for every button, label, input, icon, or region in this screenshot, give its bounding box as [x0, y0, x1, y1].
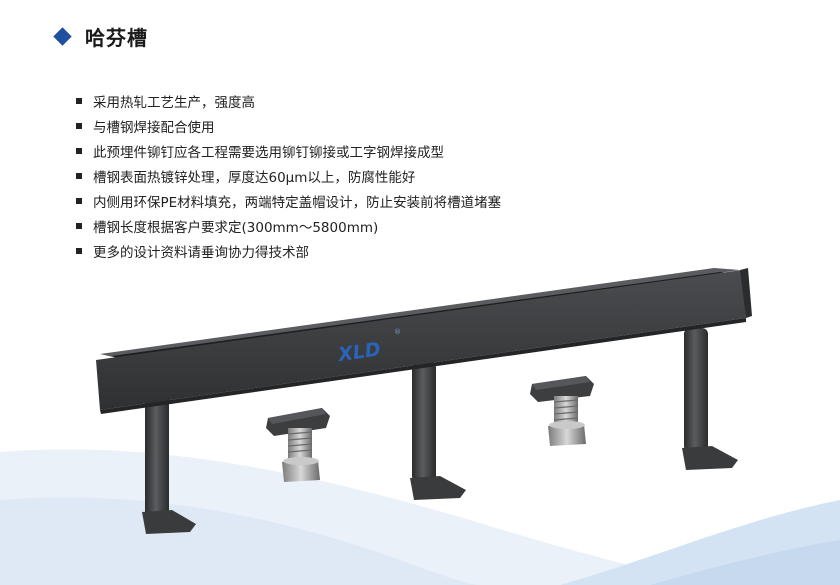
feature-item: 与槽钢焊接配合使用: [76, 113, 501, 138]
feature-text: 此预埋件铆钉应各工程需要选用铆钉铆接或工字钢焊接成型: [93, 144, 444, 161]
page-header: 哈芬槽: [53, 22, 148, 51]
feature-item: 采用热轧工艺生产，强度高: [76, 88, 501, 113]
feature-list: 采用热轧工艺生产，强度高 与槽钢焊接配合使用 此预埋件铆钉应各工程需要选用铆钉铆…: [76, 88, 501, 263]
logo-registered-mark: ®: [394, 328, 401, 336]
square-bullet-icon: [76, 122, 82, 129]
square-bullet-icon: [76, 172, 82, 179]
square-bullet-icon: [76, 222, 82, 229]
square-bullet-icon: [76, 97, 82, 104]
feature-text: 采用热轧工艺生产，强度高: [93, 94, 255, 111]
feature-item: 此预埋件铆钉应各工程需要选用铆钉铆接或工字钢焊接成型: [76, 138, 501, 163]
t-head-bolt: [266, 408, 330, 482]
feature-text: 槽钢表面热镀锌处理，厚度达60μm以上，防腐性能好: [93, 169, 416, 186]
channel-rail: [96, 268, 752, 414]
diamond-bullet-icon: [53, 27, 72, 46]
square-bullet-icon: [76, 147, 82, 154]
feature-item: 槽钢长度根据客户要求定(300mm～5800mm): [76, 213, 501, 238]
square-bullet-icon: [76, 197, 82, 204]
anchor-bolt: [410, 362, 466, 500]
feature-text: 槽钢长度根据客户要求定(300mm～5800mm): [93, 219, 379, 236]
page-title: 哈芬槽: [85, 26, 148, 50]
feature-item: 内侧用环保PE材料填充，两端特定盖帽设计，防止安装前将槽道堵塞: [76, 188, 501, 213]
anchor-bolt: [682, 328, 738, 470]
feature-text: 更多的设计资料请垂询协力得技术部: [93, 244, 309, 261]
t-head-bolt: [530, 376, 594, 446]
feature-text: 与槽钢焊接配合使用: [93, 119, 215, 136]
feature-item: 槽钢表面热镀锌处理，厚度达60μm以上，防腐性能好: [76, 163, 501, 188]
anchor-bolt: [142, 390, 196, 534]
feature-text: 内侧用环保PE材料填充，两端特定盖帽设计，防止安装前将槽道堵塞: [93, 194, 502, 211]
feature-item: 更多的设计资料请垂询协力得技术部: [76, 238, 501, 263]
square-bullet-icon: [76, 247, 82, 254]
